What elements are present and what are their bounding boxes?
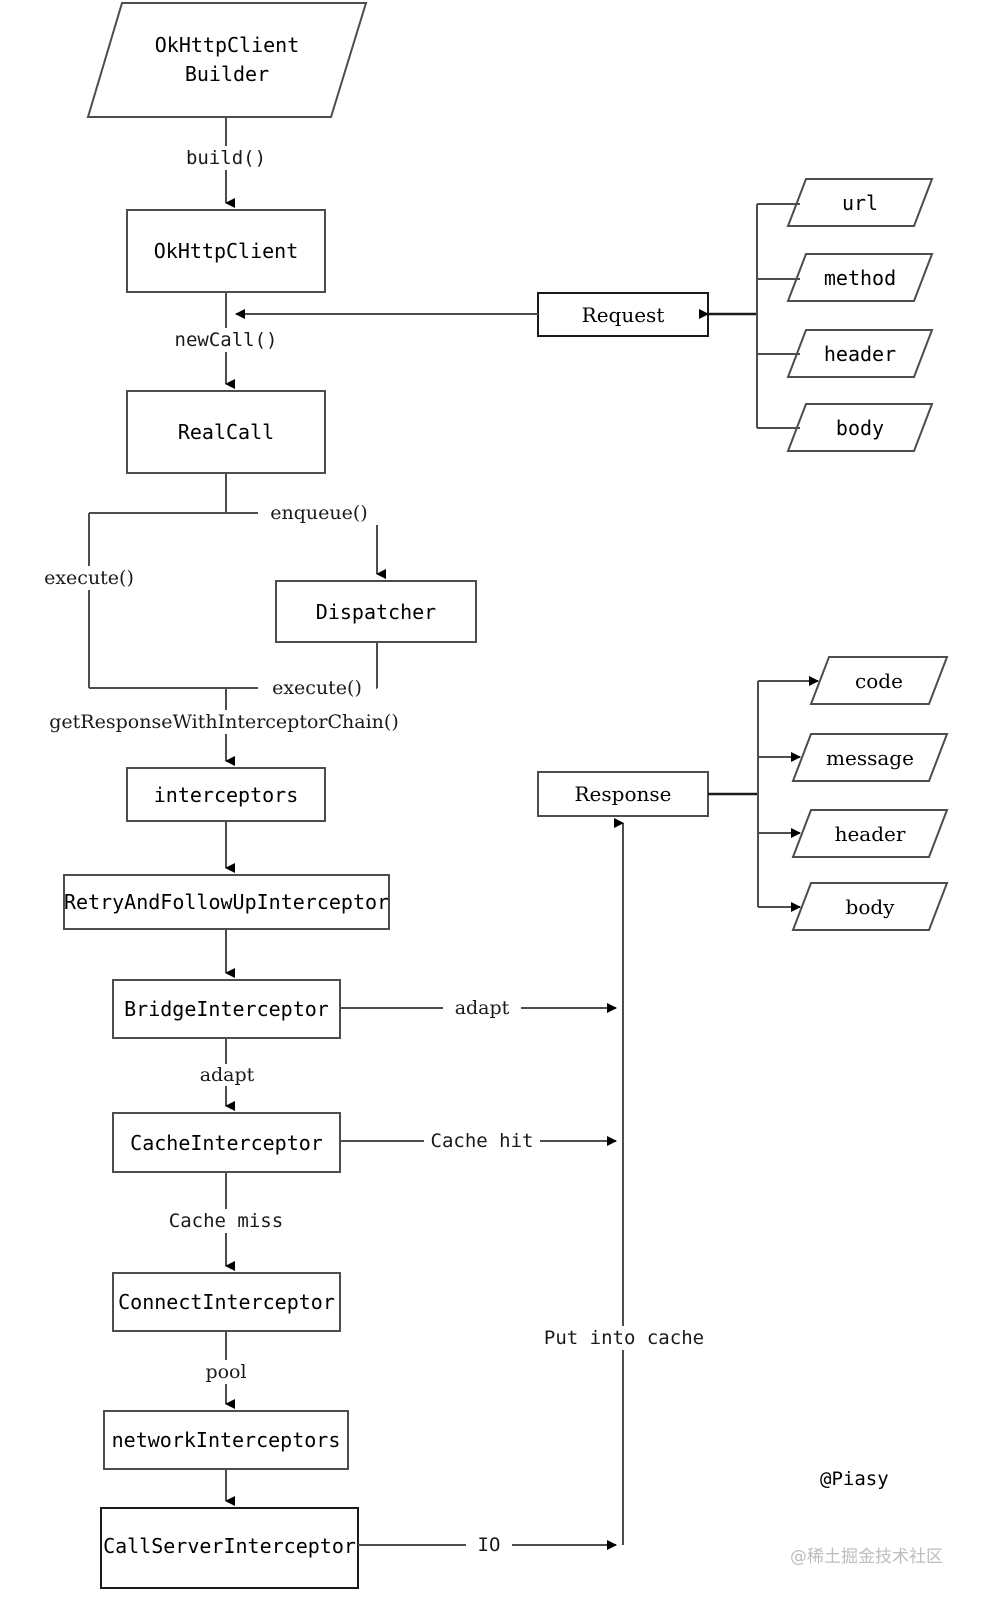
- watermark-author: @Piasy: [820, 1468, 889, 1490]
- node-shape-response-field-body[interactable]: [791, 882, 949, 931]
- node-shape-request-field-url[interactable]: [786, 178, 934, 227]
- edge-label-put-into-cache: Put into cache: [540, 1326, 708, 1350]
- node-shape-callserver[interactable]: [100, 1507, 359, 1589]
- node-shape-request-field-body[interactable]: [786, 403, 934, 452]
- node-shape-dispatcher[interactable]: [275, 580, 477, 643]
- node-shape-interceptors[interactable]: [126, 767, 326, 822]
- edge-label-cache-miss: Cache miss: [160, 1209, 292, 1233]
- node-shape-okhttpclient[interactable]: [126, 209, 326, 293]
- node-shape-request[interactable]: [537, 292, 709, 337]
- edge-label-adapt-down: adapt: [188, 1064, 266, 1086]
- node-shape-response[interactable]: [537, 771, 709, 817]
- edge-label-pool: pool: [192, 1360, 260, 1384]
- edge-label-cache-hit: Cache hit: [424, 1129, 540, 1153]
- edge-label-newcall: newCall(): [170, 328, 282, 352]
- edge-label-get-response-chain: getResponseWithInterceptorChain(): [34, 710, 414, 734]
- node-shape-retry[interactable]: [63, 874, 390, 930]
- edge-label-adapt-right: adapt: [443, 997, 521, 1019]
- edge-label-build: build(): [176, 146, 276, 170]
- node-shape-request-field-method[interactable]: [786, 253, 934, 302]
- edge-label-enqueue: enqueue(): [258, 501, 380, 525]
- node-shape-request-field-header[interactable]: [786, 329, 934, 378]
- node-shape-realcall[interactable]: [126, 390, 326, 474]
- node-shape-bridge[interactable]: [112, 979, 341, 1039]
- watermark-site: @稀土掘金技术社区: [790, 1547, 943, 1567]
- node-shape-builder[interactable]: [86, 2, 368, 118]
- edge-label-execute-bottom: execute(): [258, 676, 376, 700]
- node-shape-connect[interactable]: [112, 1272, 341, 1332]
- edge-label-execute-left: execute(): [30, 566, 148, 590]
- node-shape-response-field-code[interactable]: [809, 656, 949, 705]
- node-shape-response-field-header[interactable]: [791, 809, 949, 858]
- node-shape-cache[interactable]: [112, 1112, 341, 1173]
- node-shape-response-field-message[interactable]: [791, 733, 949, 782]
- edge-label-io: IO: [466, 1533, 512, 1557]
- node-shape-network[interactable]: [103, 1410, 349, 1470]
